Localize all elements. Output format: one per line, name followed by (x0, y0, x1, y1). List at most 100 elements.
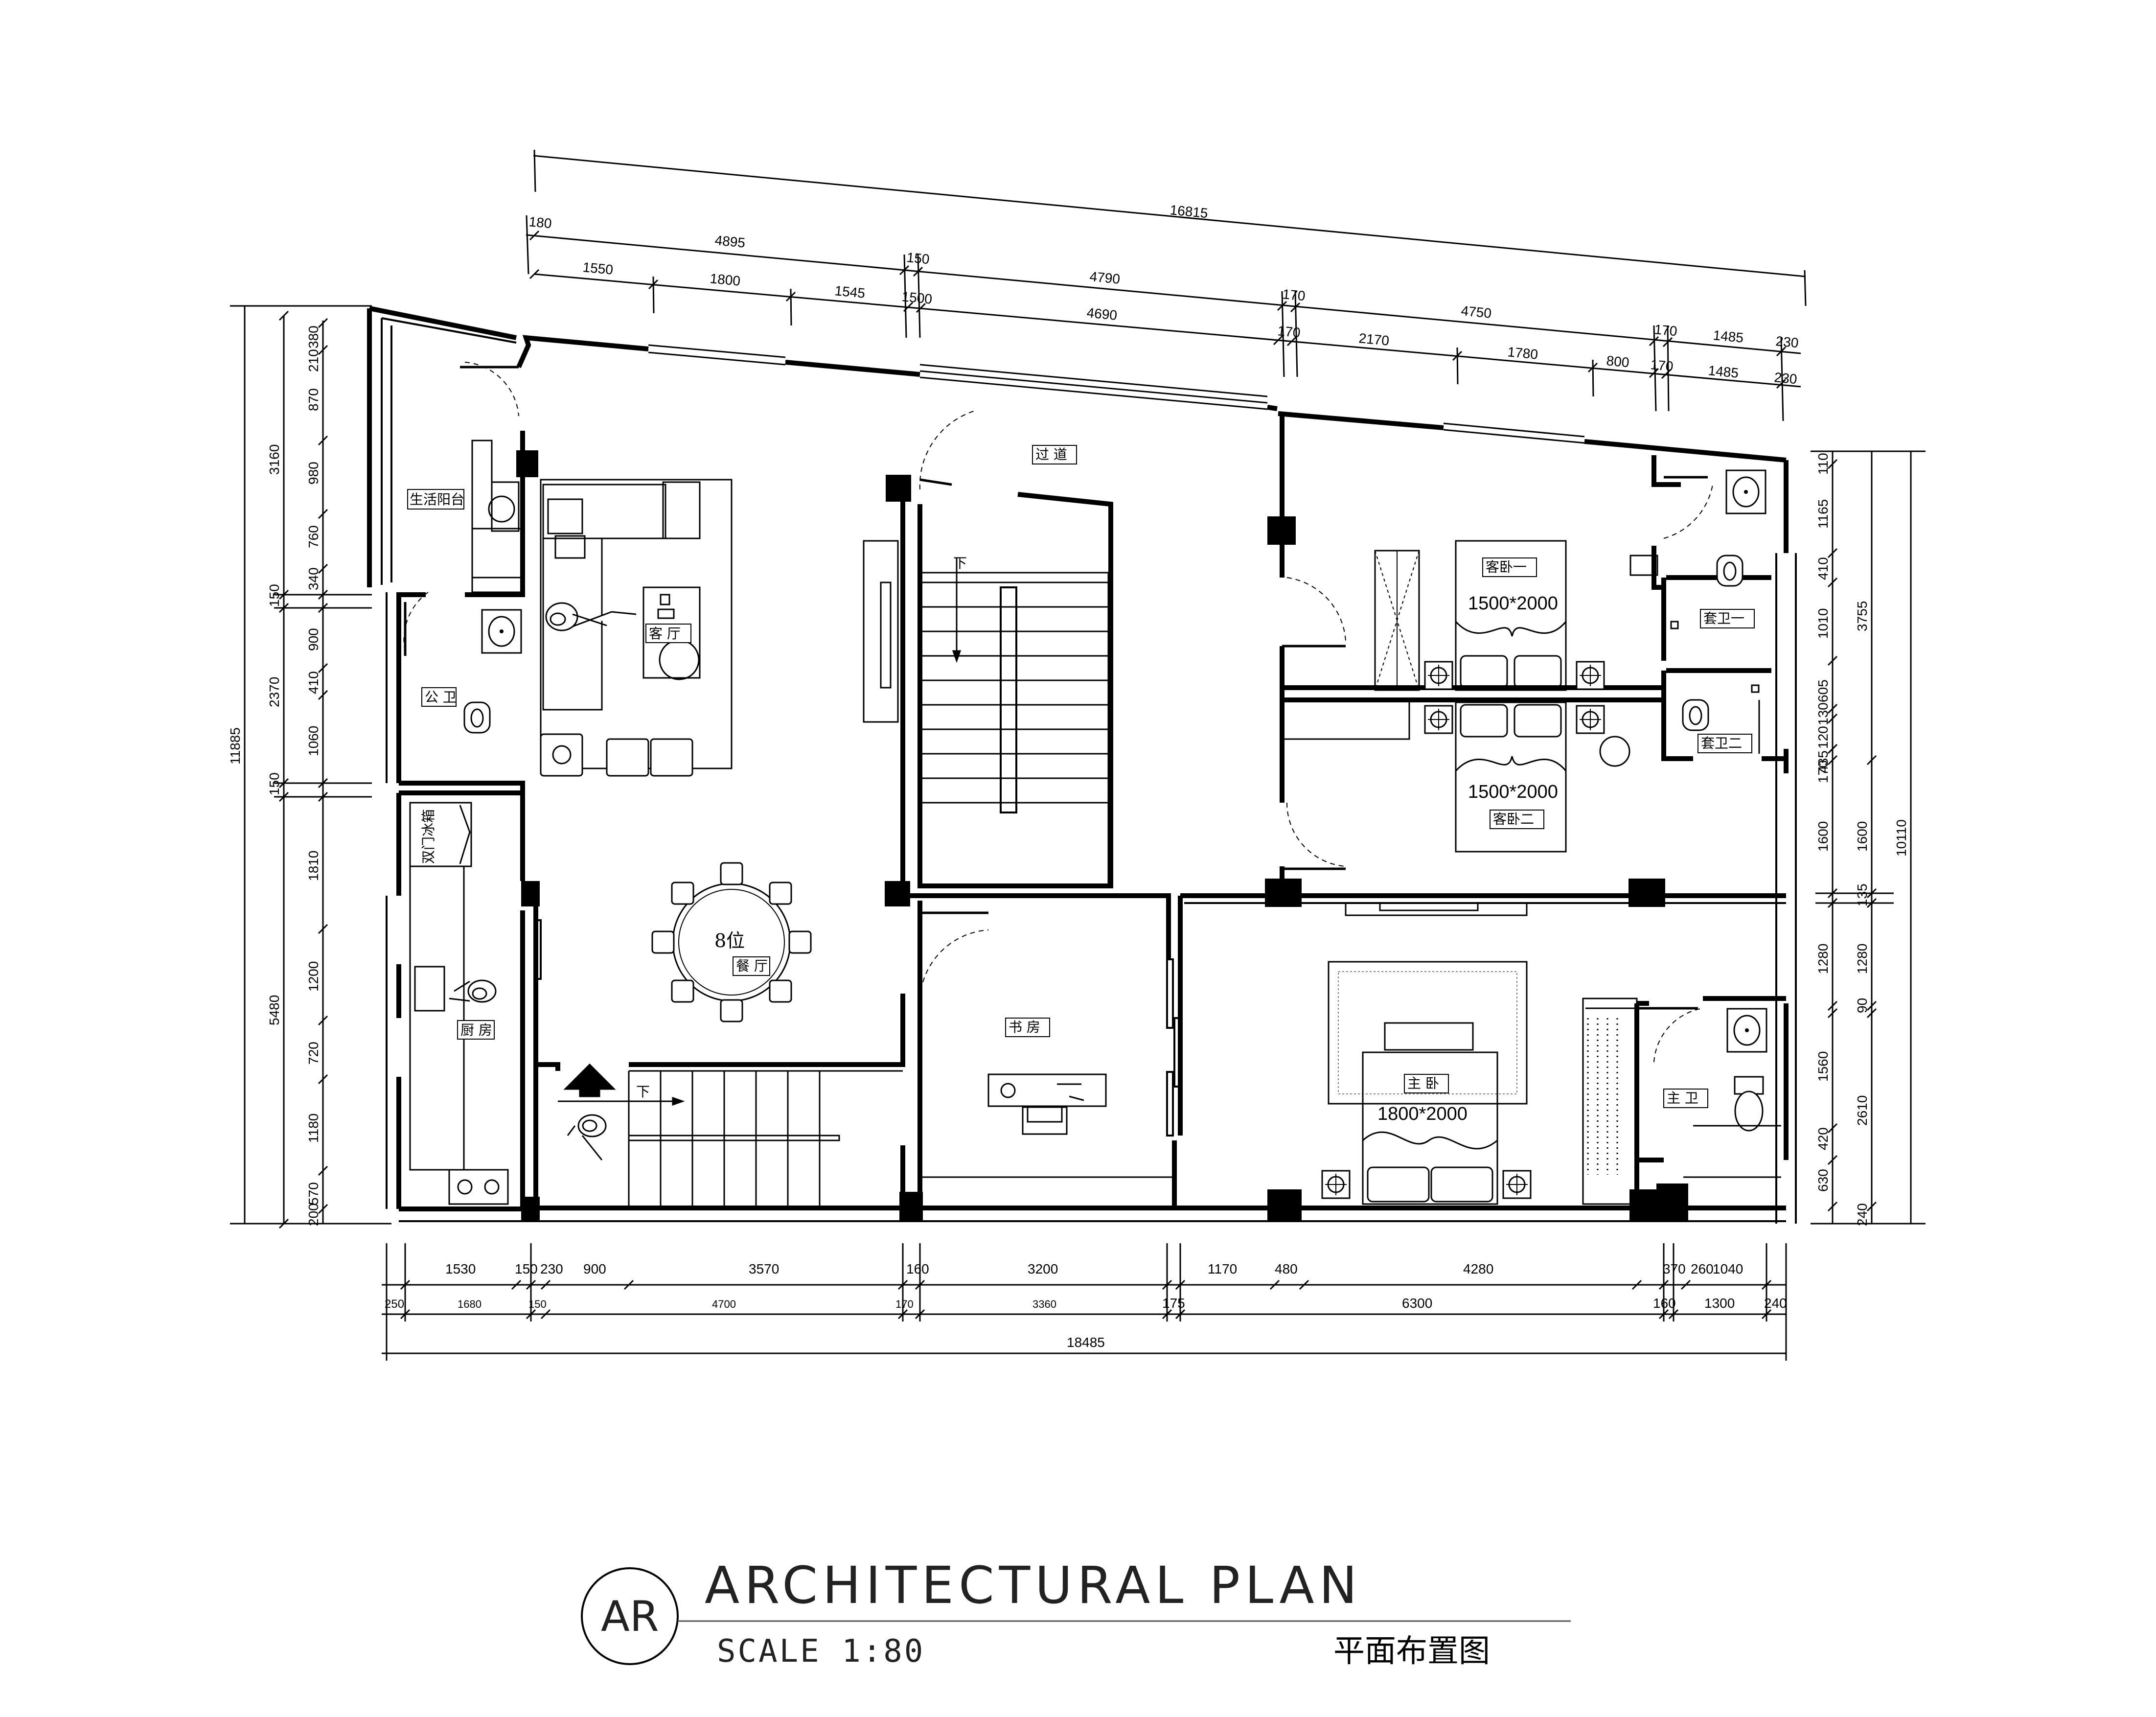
dim-top-total: 16815 (1169, 202, 1208, 221)
svg-text:900: 900 (583, 1261, 606, 1276)
label-corridor: 过 道 (1035, 446, 1067, 463)
svg-text:180: 180 (528, 214, 552, 231)
room-labels: 生活阳台 公 卫 双门冰箱 厨 房 客 厅 8位 餐 厅 过 道 书 房 客卧一… (407, 445, 1755, 1124)
svg-text:1170: 1170 (1208, 1261, 1237, 1276)
svg-text:10110: 10110 (1894, 819, 1909, 857)
svg-text:1040: 1040 (1713, 1261, 1743, 1276)
svg-text:605: 605 (1815, 679, 1831, 702)
svg-text:1200: 1200 (306, 961, 321, 992)
svg-text:230: 230 (1773, 370, 1797, 387)
svg-text:1600: 1600 (1815, 821, 1831, 852)
doors (403, 362, 1713, 1063)
svg-text:240: 240 (1855, 1203, 1870, 1226)
stair-main (919, 558, 1109, 887)
label-guest-bed-2-size: 1500*2000 (1468, 782, 1558, 802)
svg-text:1010: 1010 (1815, 608, 1831, 639)
label-dining-seats: 8位 (714, 930, 745, 951)
svg-text:250: 250 (385, 1298, 404, 1311)
svg-text:120: 120 (1815, 726, 1831, 749)
svg-text:480: 480 (1275, 1261, 1298, 1276)
svg-text:2170: 2170 (1358, 330, 1390, 348)
svg-text:800: 800 (1606, 353, 1629, 370)
svg-text:900: 900 (306, 628, 321, 651)
title-block: AR ARCHITECTURAL PLAN SCALE 1:80 平面布置图 (581, 1555, 1571, 1670)
dim-bottom-total: 18485 (1067, 1335, 1105, 1350)
svg-text:3160: 3160 (267, 444, 282, 475)
svg-text:4690: 4690 (1086, 305, 1118, 323)
label-guest-bed-1-size: 1500*2000 (1468, 593, 1558, 614)
master-wc-toilet (1693, 1076, 1781, 1132)
stair-lower (558, 1063, 903, 1209)
master-tv (1345, 902, 1528, 916)
study-desk (987, 1073, 1107, 1135)
kitchen-counter (409, 865, 509, 1205)
svg-text:150: 150 (267, 584, 282, 607)
svg-text:410: 410 (1815, 557, 1831, 580)
svg-text:340: 340 (306, 567, 321, 590)
living-chairs (540, 733, 693, 777)
suite-wc2-fixtures (1751, 684, 1760, 754)
dimensions-left (230, 305, 391, 1229)
svg-text:570: 570 (306, 1182, 321, 1205)
svg-text:3570: 3570 (749, 1261, 779, 1276)
svg-text:4790: 4790 (1089, 269, 1121, 287)
windows (648, 344, 1781, 1178)
svg-text:1500: 1500 (901, 289, 933, 307)
svg-text:1280: 1280 (1855, 944, 1870, 974)
public-wc-squat-toilet (463, 701, 491, 734)
svg-text:175: 175 (1162, 1296, 1185, 1311)
svg-text:1060: 1060 (306, 726, 321, 756)
label-fridge: 双门冰箱 (420, 809, 436, 864)
svg-text:1530: 1530 (445, 1261, 476, 1276)
svg-text:980: 980 (306, 462, 321, 485)
svg-text:4750: 4750 (1460, 303, 1492, 321)
svg-text:2610: 2610 (1855, 1095, 1870, 1126)
svg-text:4280: 4280 (1463, 1261, 1493, 1276)
svg-text:260: 260 (1691, 1261, 1714, 1276)
svg-text:230: 230 (540, 1261, 563, 1276)
label-guest-bedroom-2: 客卧二 (1493, 811, 1534, 827)
svg-text:170: 170 (1282, 286, 1306, 303)
svg-text:420: 420 (1815, 1127, 1831, 1150)
svg-text:4700: 4700 (712, 1298, 736, 1310)
dimensions-bottom (382, 1243, 1787, 1361)
dimensions-left-text: 11885 3160 150 2370 150 5480 380 210 870… (228, 325, 321, 1226)
svg-text:3360: 3360 (1032, 1298, 1056, 1310)
svg-text:170: 170 (895, 1298, 914, 1310)
label-master-bedroom: 主 卧 (1407, 1075, 1439, 1091)
svg-text:1560: 1560 (1815, 1051, 1831, 1082)
svg-text:5480: 5480 (267, 995, 282, 1025)
label-master-wc: 主 卫 (1667, 1090, 1698, 1106)
svg-text:160: 160 (1653, 1296, 1676, 1311)
title-badge-circle (581, 1567, 679, 1665)
master-rug (1328, 961, 1528, 1105)
svg-text:1485: 1485 (1712, 327, 1744, 346)
public-wc-basin (481, 609, 522, 654)
svg-text:1680: 1680 (458, 1298, 482, 1310)
svg-text:1550: 1550 (582, 259, 614, 278)
svg-text:11885: 11885 (228, 727, 243, 765)
suite-wc1-box (1629, 555, 1679, 629)
svg-text:150: 150 (528, 1298, 547, 1310)
svg-text:150: 150 (515, 1261, 538, 1276)
dimensions-right-text: 10110 3755 1600 135 1280 90 2610 240 110… (1815, 453, 1909, 1226)
label-public-wc: 公 卫 (425, 689, 457, 705)
label-suite-wc-1: 套卫一 (1703, 610, 1744, 626)
svg-text:6300: 6300 (1402, 1296, 1432, 1311)
svg-text:130: 130 (1815, 702, 1831, 725)
svg-text:170: 170 (1815, 760, 1831, 783)
suite-wc1-basin (1725, 469, 1766, 514)
fridge (409, 802, 472, 867)
svg-text:3200: 3200 (1028, 1261, 1058, 1276)
svg-text:1545: 1545 (834, 283, 866, 301)
svg-text:200: 200 (306, 1203, 321, 1226)
svg-text:410: 410 (306, 671, 321, 694)
svg-text:870: 870 (306, 388, 321, 411)
suite-wc2-squat (1682, 699, 1709, 731)
master-bed (1321, 1022, 1532, 1205)
svg-text:1780: 1780 (1507, 344, 1538, 362)
svg-text:1280: 1280 (1815, 944, 1831, 974)
svg-text:380: 380 (306, 325, 321, 348)
svg-text:210: 210 (306, 349, 321, 372)
